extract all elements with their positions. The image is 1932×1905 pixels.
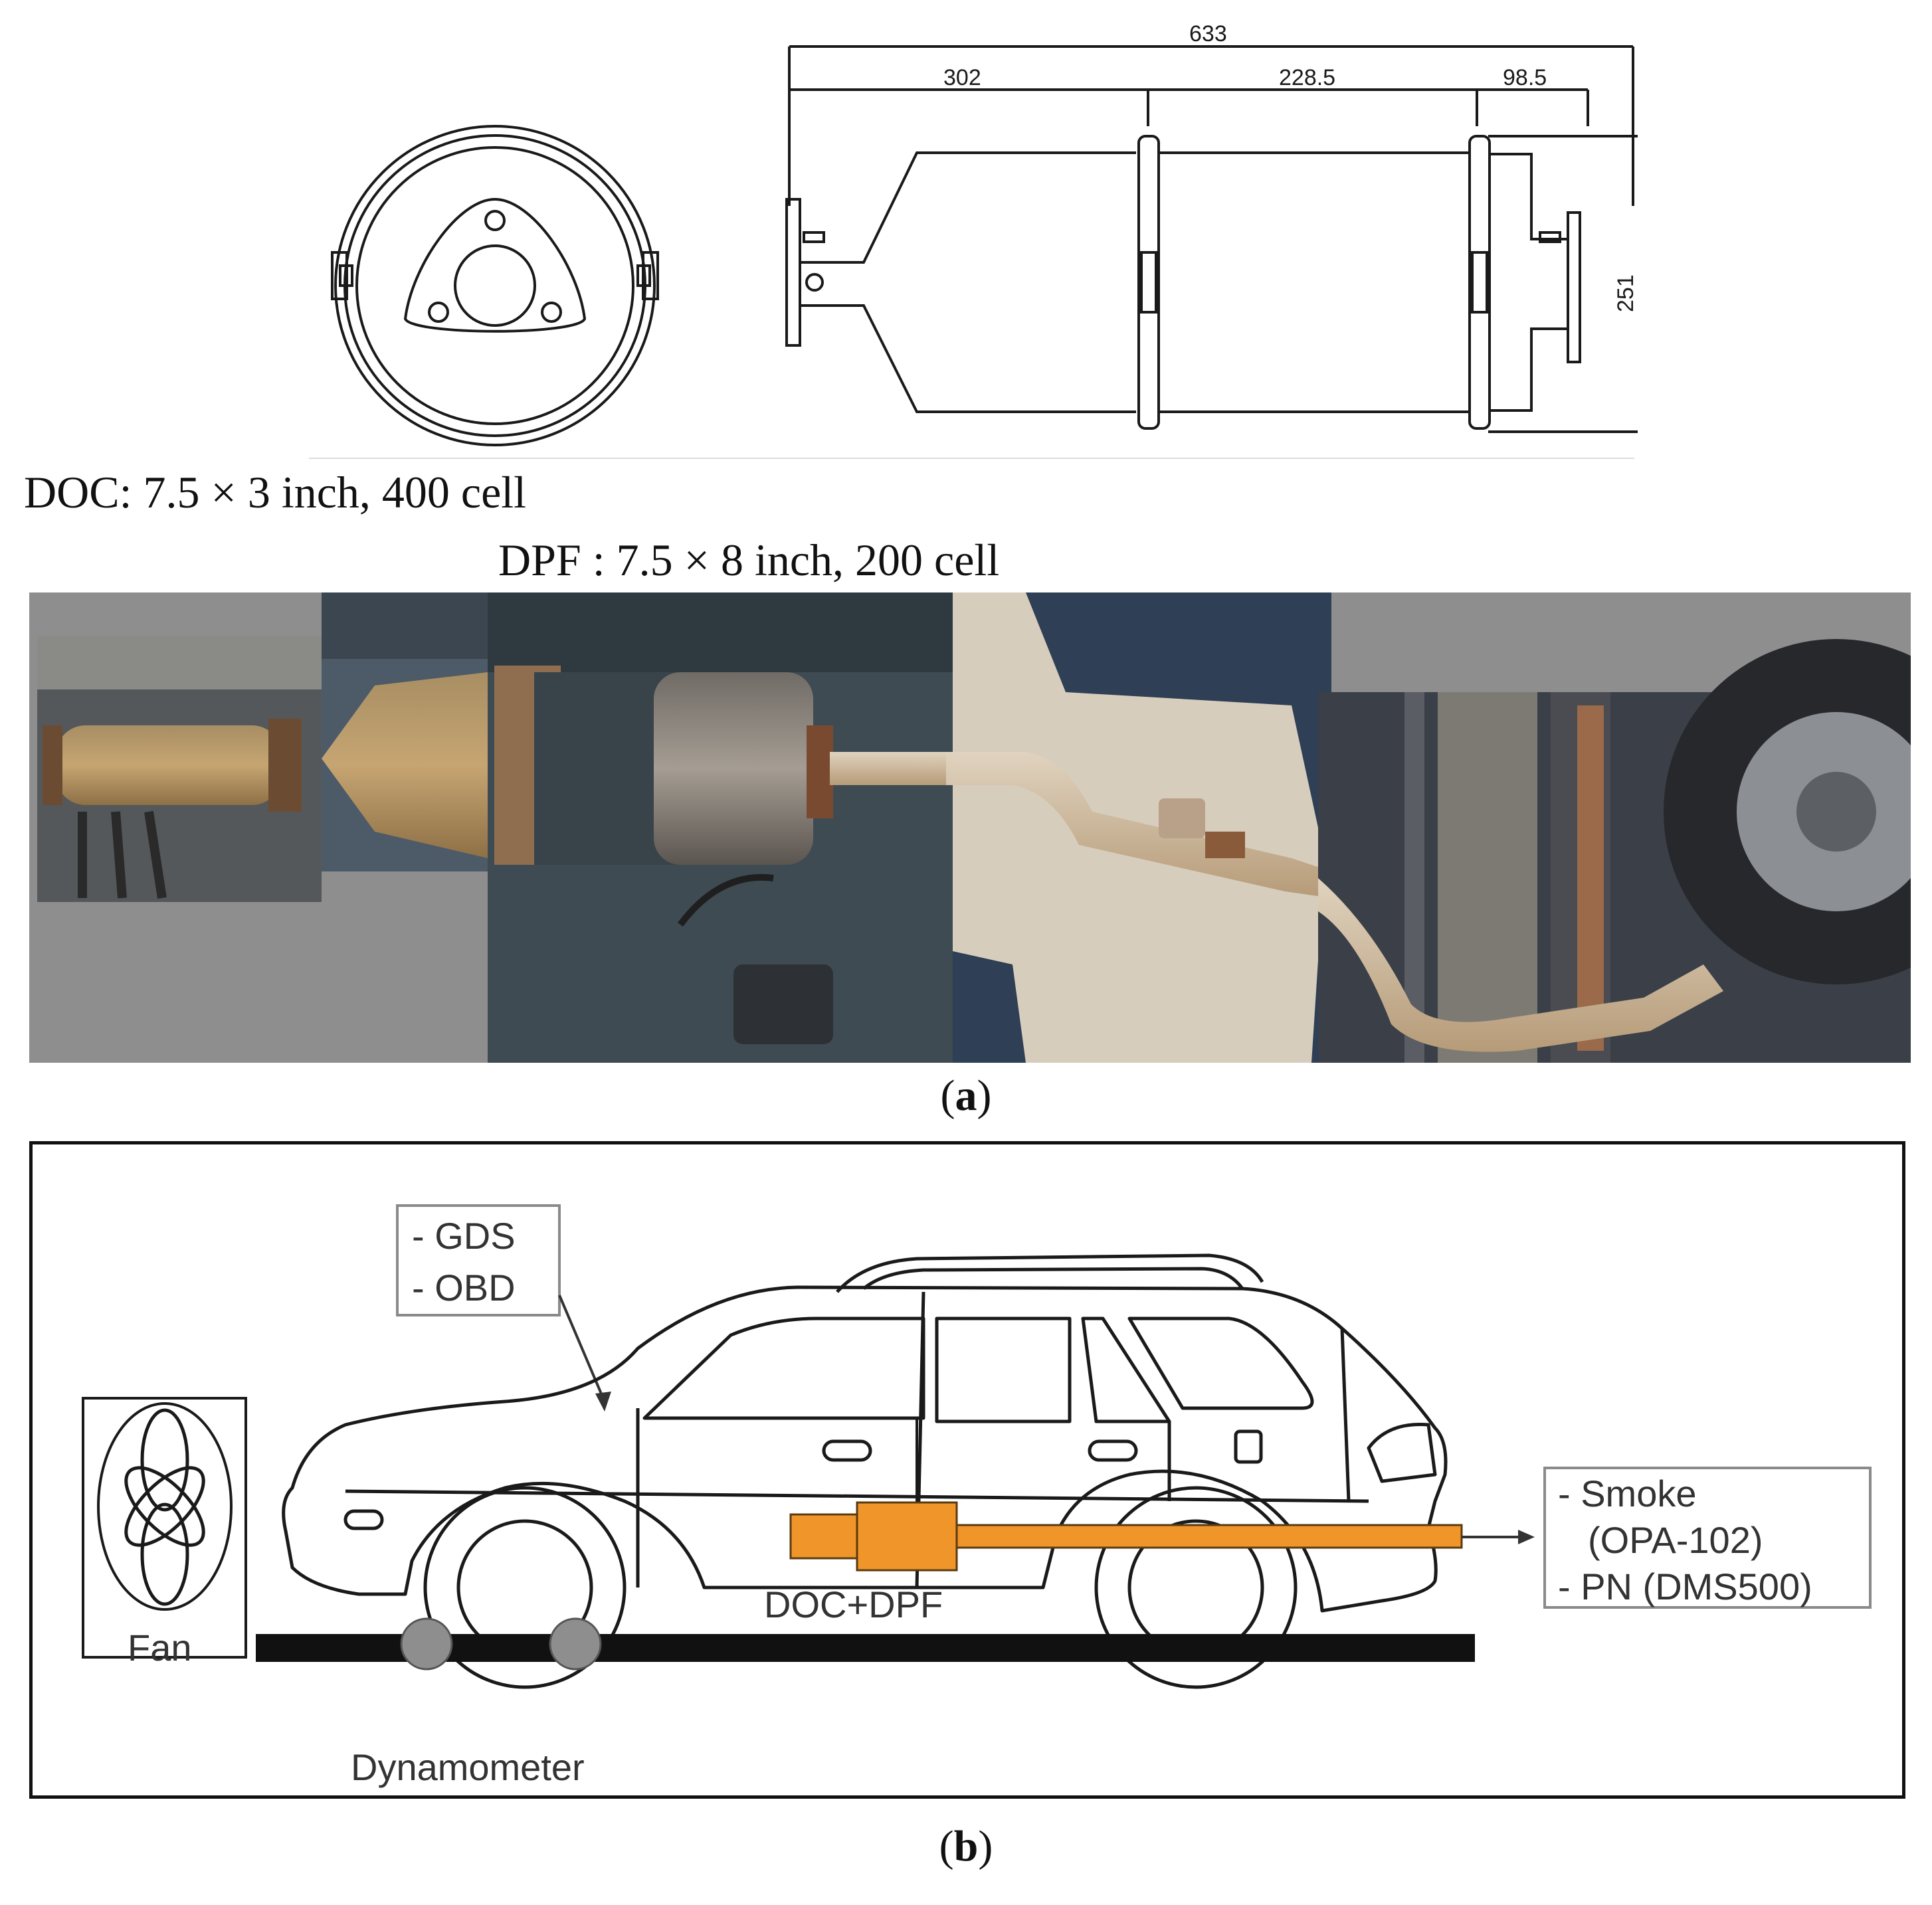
caption-a-letter: a (955, 1071, 977, 1120)
diagnostic-gds-label: - GDS (412, 1215, 516, 1257)
dim-outlet-label: 98.5 (1503, 65, 1547, 90)
dim-inlet-label: 302 (943, 65, 981, 90)
vehicle-underbody-photo (29, 592, 1911, 1063)
caption-b-letter: b (953, 1822, 979, 1870)
photo-dpf (488, 592, 953, 1063)
dim-dpf-label: 228.5 (1279, 65, 1335, 90)
technical-drawing: 633 302 228.5 98.5 251 (309, 21, 1638, 459)
fan-label: Fan (128, 1627, 192, 1669)
exhaust-arrow-icon (1518, 1530, 1535, 1544)
end-view-drawing (331, 125, 659, 446)
doc-spec-label: DOC: 7.5 × 3 inch, 400 cell (24, 467, 527, 517)
caption-b-close: ) (978, 1822, 993, 1870)
dyno-roller-rear (549, 1617, 602, 1671)
photo-rear-wheel (1318, 639, 1911, 1063)
caption-a: (a) (0, 1071, 1932, 1121)
doc-dpf-label: DOC+DPF (764, 1584, 943, 1625)
dpf-spec-label: DPF : 7.5 × 8 inch, 200 cell (498, 535, 1000, 585)
diagnostic-box (396, 1204, 561, 1316)
photo-chassis (946, 592, 1331, 1063)
side-view-drawing (785, 45, 1638, 433)
photo-doc (37, 636, 322, 902)
dim-total-label: 633 (1189, 21, 1227, 46)
caption-a-close: ) (977, 1071, 992, 1120)
dpf-unit (856, 1501, 958, 1572)
chassis-dynamometer (256, 1617, 1475, 1671)
measurement-box (1543, 1467, 1872, 1609)
fan-box (82, 1397, 247, 1659)
caption-b-open: ( (939, 1822, 954, 1870)
dim-height-label: 251 (1613, 274, 1638, 312)
suv-outline (282, 1253, 1448, 1689)
fan-icon (124, 1408, 205, 1606)
caption-a-open: ( (940, 1071, 955, 1120)
diagnostic-obd-label: - OBD (412, 1267, 516, 1309)
measurement-pn-label: - PN (DMS500) (1558, 1566, 1812, 1607)
caption-b: (b) (0, 1821, 1932, 1872)
dynamometer-label: Dynamometer (351, 1746, 585, 1788)
exhaust-system (789, 1418, 1535, 1572)
photo-cone (322, 592, 488, 871)
test-setup-diagram: - GDS - OBD Fan DOC+DPF Dynamometer - Sm… (82, 1204, 1872, 1788)
doc-unit (789, 1513, 858, 1560)
measurement-opa-label: (OPA-102) (1588, 1519, 1763, 1561)
dyno-roller-front (400, 1617, 453, 1671)
measurement-smoke-label: - Smoke (1558, 1473, 1697, 1514)
test-setup-frame (29, 1141, 1905, 1799)
